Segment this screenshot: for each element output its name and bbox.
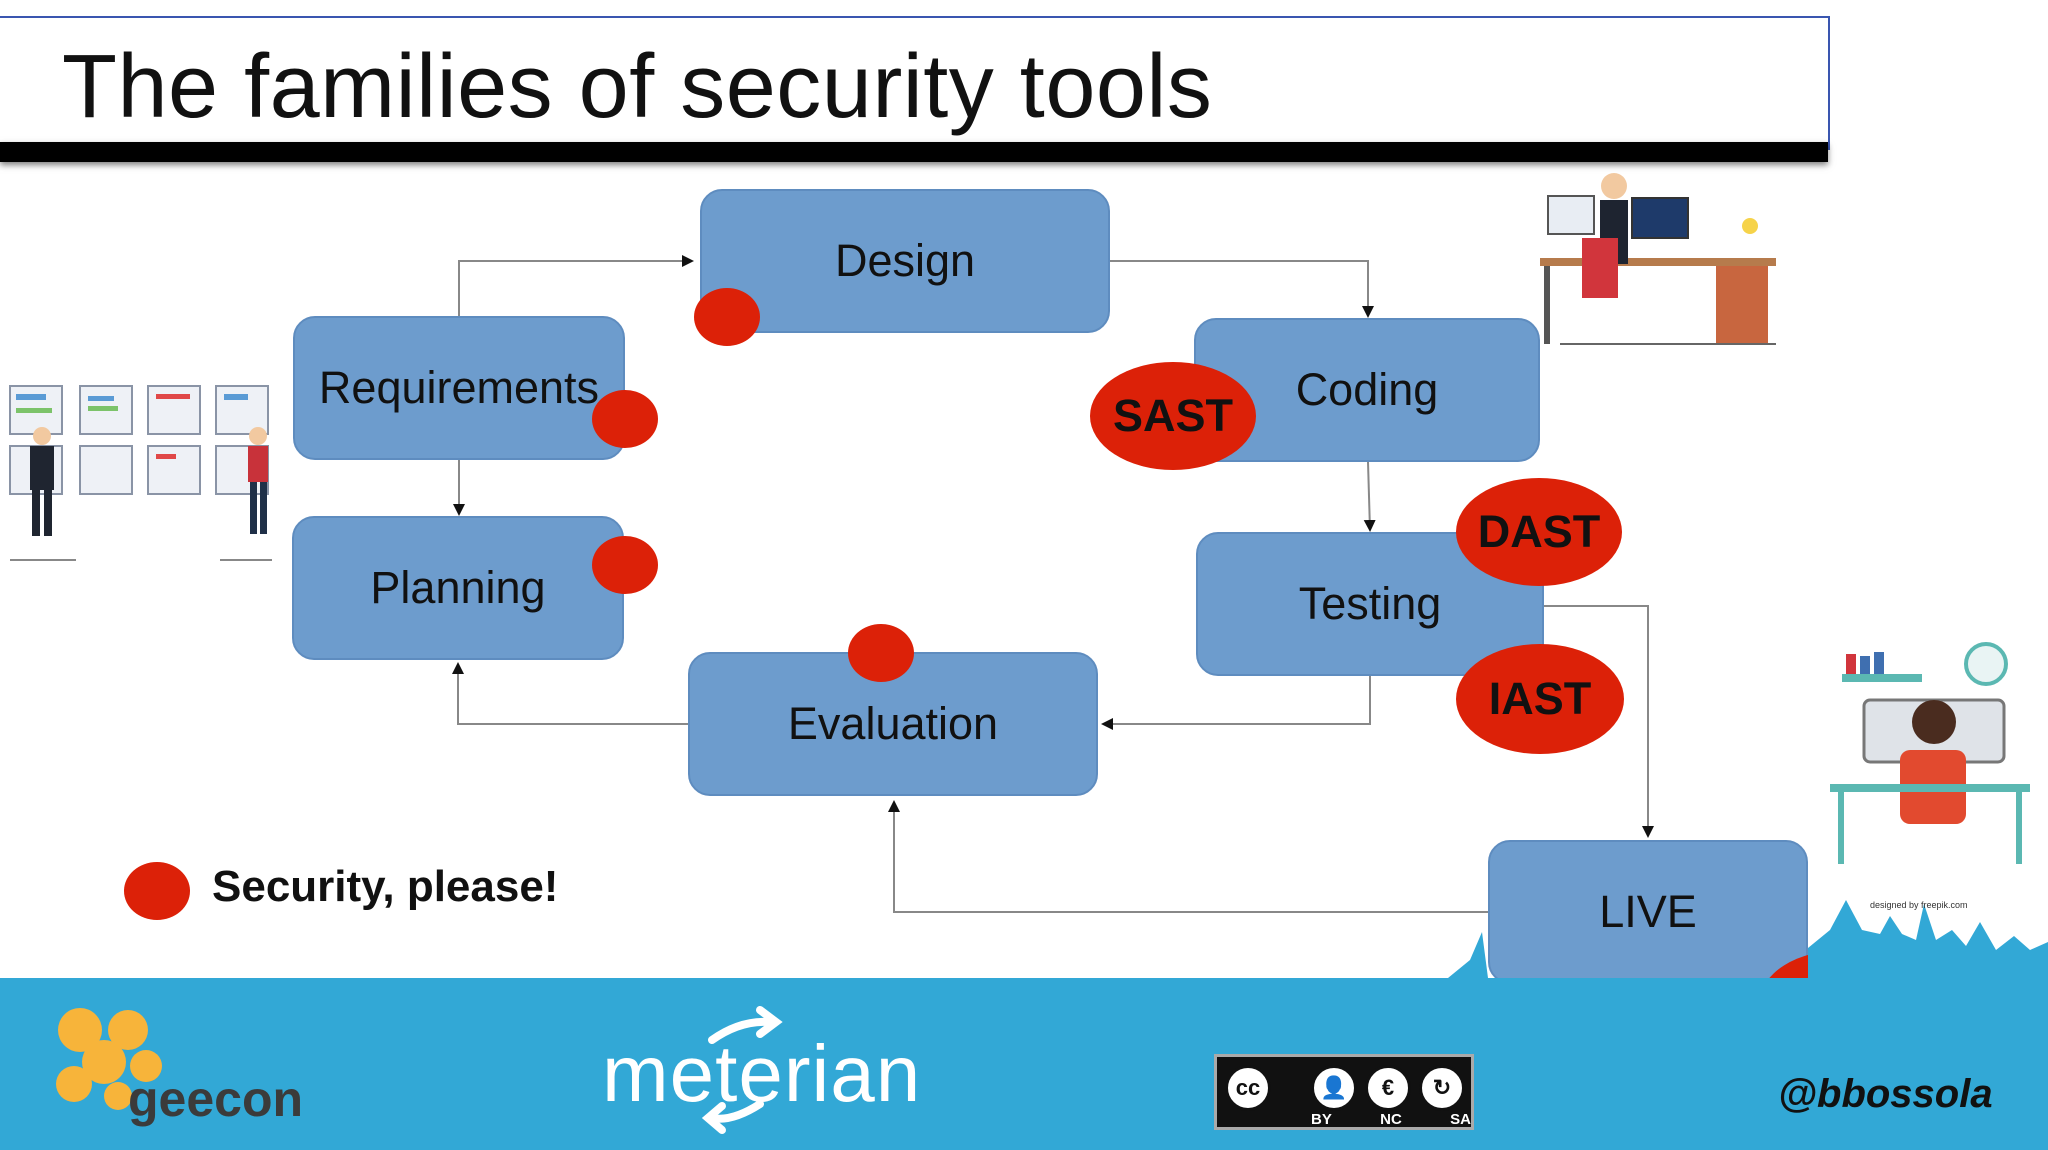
connector-coding-testing — [1363, 461, 1376, 532]
meterian-logo-text: meterian — [602, 1029, 922, 1118]
node-requirements: Requirements — [293, 316, 625, 460]
twitter-handle: @bbossola — [1778, 1072, 1993, 1116]
title-underline — [0, 142, 1828, 162]
freepik-credit: designed by freepik.com — [1870, 900, 1968, 910]
page-title: The families of security tools — [62, 37, 1213, 137]
node-planning: Planning — [292, 516, 624, 660]
geecon-logo-text: geecon — [128, 1071, 304, 1127]
connector-evaluation-planning — [452, 662, 689, 725]
cc-nc-label: NC — [1380, 1111, 1402, 1128]
cc-icon: cc — [1225, 1065, 1271, 1111]
title-box — [0, 16, 1830, 150]
footer-bar — [0, 978, 2048, 1150]
connector-live-evaluation — [888, 800, 1488, 913]
node-live: LIVE — [1488, 840, 1808, 984]
connector-design-coding — [1109, 260, 1374, 318]
security-dot-planning — [592, 536, 658, 594]
connector-testing-evaluation — [1101, 676, 1371, 730]
cc-by-label: BY — [1311, 1111, 1332, 1128]
security-dot-design — [694, 288, 760, 346]
creative-commons-badge: cc 👤 € ↻ BY NC SA — [1214, 1054, 1474, 1130]
connector-testing-live — [1544, 605, 1654, 838]
node-design: Design — [700, 189, 1110, 333]
connector-requirements-design — [458, 255, 694, 316]
by-attribution-icon: 👤 — [1311, 1065, 1357, 1111]
legend-label: Security, please! — [212, 862, 559, 911]
cc-sa-label: SA — [1450, 1111, 1471, 1128]
legend-security-dot — [124, 862, 190, 920]
security-dot-requirements — [592, 390, 658, 448]
security-dot-evaluation — [848, 624, 914, 682]
noncommercial-icon: € — [1365, 1065, 1411, 1111]
tool-sast: SAST — [1090, 362, 1256, 470]
tool-dast: DAST — [1456, 478, 1622, 586]
tool-iast: IAST — [1456, 644, 1624, 754]
cc-labels: BY NC SA — [1311, 1111, 1471, 1128]
node-coding: Coding — [1194, 318, 1540, 462]
sharealike-icon: ↻ — [1419, 1065, 1465, 1111]
